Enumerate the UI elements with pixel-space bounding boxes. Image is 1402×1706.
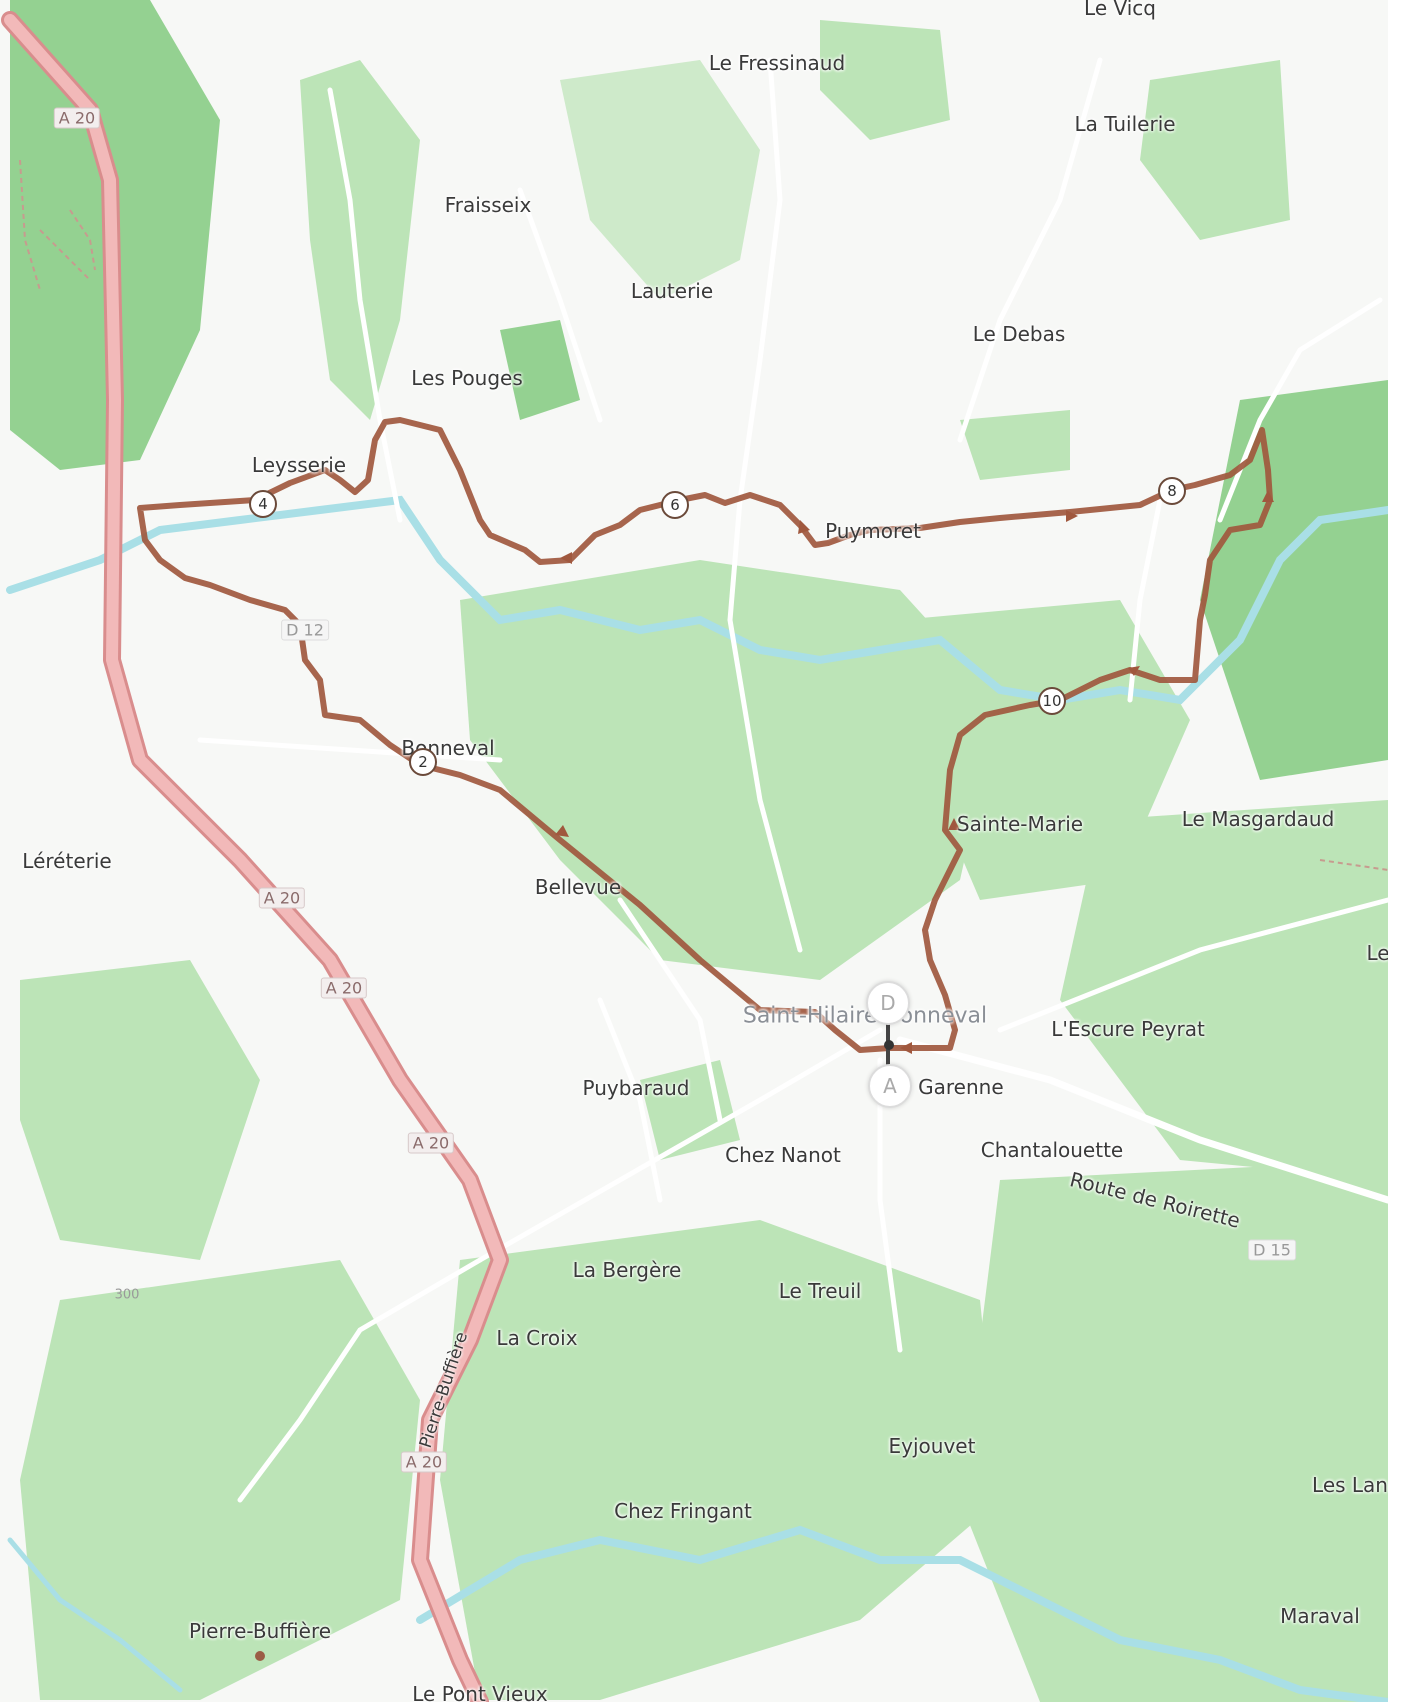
forest-center-band xyxy=(460,560,1000,980)
terrain-hatches xyxy=(19,159,1389,871)
arrow-1 xyxy=(555,825,569,837)
route-track xyxy=(137,417,1273,1053)
place-leysserie: Leysserie xyxy=(251,453,347,477)
place-saint-hilaire-bonneval: Saint-Hilaire-Bonneval xyxy=(742,1003,988,1029)
river-west-south xyxy=(7,1537,183,1693)
place-le-debas: Le Debas xyxy=(972,322,1066,346)
start-point-dot xyxy=(884,1040,894,1050)
arrow-4 xyxy=(1066,510,1078,522)
place-chantalouette: Chantalouette xyxy=(980,1138,1124,1162)
forest-north-strip xyxy=(300,60,420,420)
arrow-3 xyxy=(798,520,810,534)
km-marker-4[interactable]: 4 xyxy=(249,490,277,518)
forest-small-2 xyxy=(960,410,1070,480)
place-eyjouvet: Eyjouvet xyxy=(888,1434,976,1458)
place-les-landes: Les Lan xyxy=(1312,1473,1388,1497)
km-marker-2[interactable]: 2 xyxy=(409,748,437,776)
km-marker-6[interactable]: 6 xyxy=(661,491,689,519)
map-right-edge xyxy=(1388,0,1402,1702)
finish-pin[interactable]: D xyxy=(866,981,910,1025)
place-la-croix: La Croix xyxy=(496,1326,578,1350)
place-le-masgardaud: Le Masgardaud xyxy=(1181,807,1335,831)
place-le-vicq: Le Vicq xyxy=(1084,0,1156,20)
km-marker-10[interactable]: 10 xyxy=(1038,687,1066,715)
forest-east-mid xyxy=(1060,800,1388,1180)
start-pin[interactable]: A xyxy=(868,1064,912,1108)
place-puybaraud: Puybaraud xyxy=(582,1076,690,1100)
place-edge-le: Le xyxy=(1366,941,1390,965)
forest-northeast xyxy=(1140,60,1290,240)
place-fraisseix: Fraisseix xyxy=(444,193,532,217)
road-shield-a20: A 20 xyxy=(53,107,101,129)
arrow-6 xyxy=(1128,666,1140,676)
contour-label: 300 xyxy=(114,1287,140,1303)
place-pierre-buffiere: Pierre-Buffière xyxy=(188,1619,332,1643)
road-shield-d12: D 12 xyxy=(281,619,329,641)
road-shield-a20: A 20 xyxy=(258,887,306,909)
arrow-7 xyxy=(948,818,960,830)
place-lauterie: Lauterie xyxy=(630,279,714,303)
km-marker-8[interactable]: 8 xyxy=(1158,477,1186,505)
forest-upper-center xyxy=(560,60,760,300)
road-shield-a20: A 20 xyxy=(400,1451,448,1473)
place-bellevue: Bellevue xyxy=(534,875,622,899)
place-la-tuilerie: La Tuilerie xyxy=(1074,112,1176,136)
minor-roads xyxy=(197,57,1392,1503)
forest-southwest xyxy=(20,1260,420,1700)
place-maraval: Maraval xyxy=(1280,1604,1360,1628)
road-shield-a20: A 20 xyxy=(407,1132,455,1154)
forest-southeast xyxy=(960,1160,1388,1702)
hiking-route xyxy=(137,417,1273,1053)
route-direction-arrows xyxy=(555,490,1274,1054)
town-dot xyxy=(255,1651,265,1661)
place-le-fressinaud: Le Fressinaud xyxy=(708,51,846,75)
river-south xyxy=(416,1525,1392,1702)
place-lescure-peyrat: L'Escure Peyrat xyxy=(1051,1017,1205,1041)
place-chez-fringant: Chez Fringant xyxy=(614,1499,752,1523)
start-connector xyxy=(886,1020,890,1080)
arrow-2 xyxy=(560,552,572,564)
river-briance xyxy=(6,495,1392,705)
forest-west-mid xyxy=(20,960,260,1260)
forest-south-center xyxy=(440,1220,1000,1700)
place-lereterie: Léréterie xyxy=(22,849,112,873)
road-shield-d15: D 15 xyxy=(1248,1239,1296,1261)
place-les-pouges: Les Pouges xyxy=(411,366,523,390)
place-le-treuil: Le Treuil xyxy=(778,1279,862,1303)
forest-areas xyxy=(10,0,1388,1702)
forest-east-ridge xyxy=(1200,380,1388,780)
arrow-8 xyxy=(900,1042,912,1054)
road-shield-a20: A 20 xyxy=(320,977,368,999)
rivers xyxy=(6,495,1392,1702)
arrow-5 xyxy=(1262,490,1274,502)
motorway-a20 xyxy=(1,11,509,1702)
place-sainte-marie: Sainte-Marie xyxy=(956,812,1084,836)
forest-small-1 xyxy=(500,320,580,420)
place-chez-nanot: Chez Nanot xyxy=(725,1143,841,1167)
place-le-pont-vieux: Le Pont Vieux xyxy=(412,1682,548,1706)
place-la-bergere: La Bergère xyxy=(572,1258,682,1282)
place-puymoret: Puymoret xyxy=(825,519,921,543)
forest-fressinaud xyxy=(820,20,950,140)
